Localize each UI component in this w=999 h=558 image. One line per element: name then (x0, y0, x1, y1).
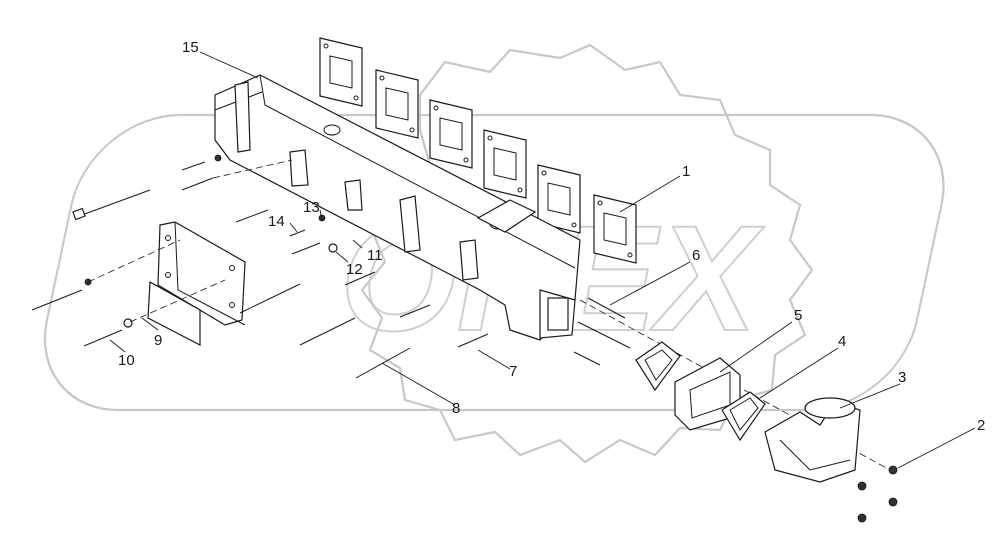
bolt-row-4 (457, 333, 489, 348)
stud-6a (587, 297, 626, 319)
elbow-3 (764, 397, 861, 483)
callout-9: 9 (154, 332, 162, 349)
bolt-row-2 (299, 317, 356, 346)
bolt-left-long (31, 278, 92, 311)
outlet-assembly (635, 341, 861, 483)
stud-6b (577, 321, 631, 349)
callout-12: 12 (346, 261, 363, 278)
gasket-row (319, 37, 637, 264)
leader-lines (109, 51, 976, 469)
callout-11: 11 (367, 247, 383, 264)
gasket-2 (375, 69, 419, 139)
callout-3: 3 (898, 369, 906, 386)
callout-5: 5 (794, 307, 802, 324)
bolt-bracket (239, 283, 301, 314)
callouts: 1 2 3 4 5 6 7 8 9 10 11 12 13 14 15 (118, 39, 985, 434)
bolt-mid-2 (289, 214, 326, 237)
stud-6c (573, 351, 601, 366)
callout-6: 6 (692, 247, 700, 264)
gasket-4-part (721, 391, 766, 442)
callout-10: 10 (118, 352, 135, 369)
gasket-6 (593, 194, 637, 264)
callout-2: 2 (977, 417, 985, 434)
callout-4: 4 (838, 333, 846, 350)
watermark-gear (360, 43, 814, 464)
callout-14: 14 (268, 213, 285, 230)
callout-15: 15 (182, 39, 199, 56)
bolt-long-lower (355, 347, 411, 379)
bolt-long-upper (72, 189, 151, 221)
bolt-left-low (83, 318, 133, 347)
exhaust-manifold (214, 74, 581, 341)
callout-1: 1 (682, 163, 690, 180)
nuts (857, 465, 898, 523)
bolt-upper-2 (181, 177, 214, 191)
bolt-mid-3 (291, 242, 338, 255)
gasket-3 (429, 99, 473, 169)
bolt-mid-1 (235, 209, 269, 223)
gasket-4 (483, 129, 527, 199)
gasket-5 (537, 164, 581, 234)
bolt-row-3 (399, 304, 431, 318)
bolt-row-1 (344, 271, 376, 286)
gasket-1 (319, 37, 363, 107)
support-bracket (147, 221, 246, 346)
bolt-upper-1 (181, 154, 222, 171)
callout-7: 7 (509, 363, 517, 380)
callout-13: 13 (303, 199, 320, 216)
callout-8: 8 (452, 400, 460, 417)
watermark-frame (43, 113, 945, 412)
flange-gasket-6 (635, 341, 681, 392)
